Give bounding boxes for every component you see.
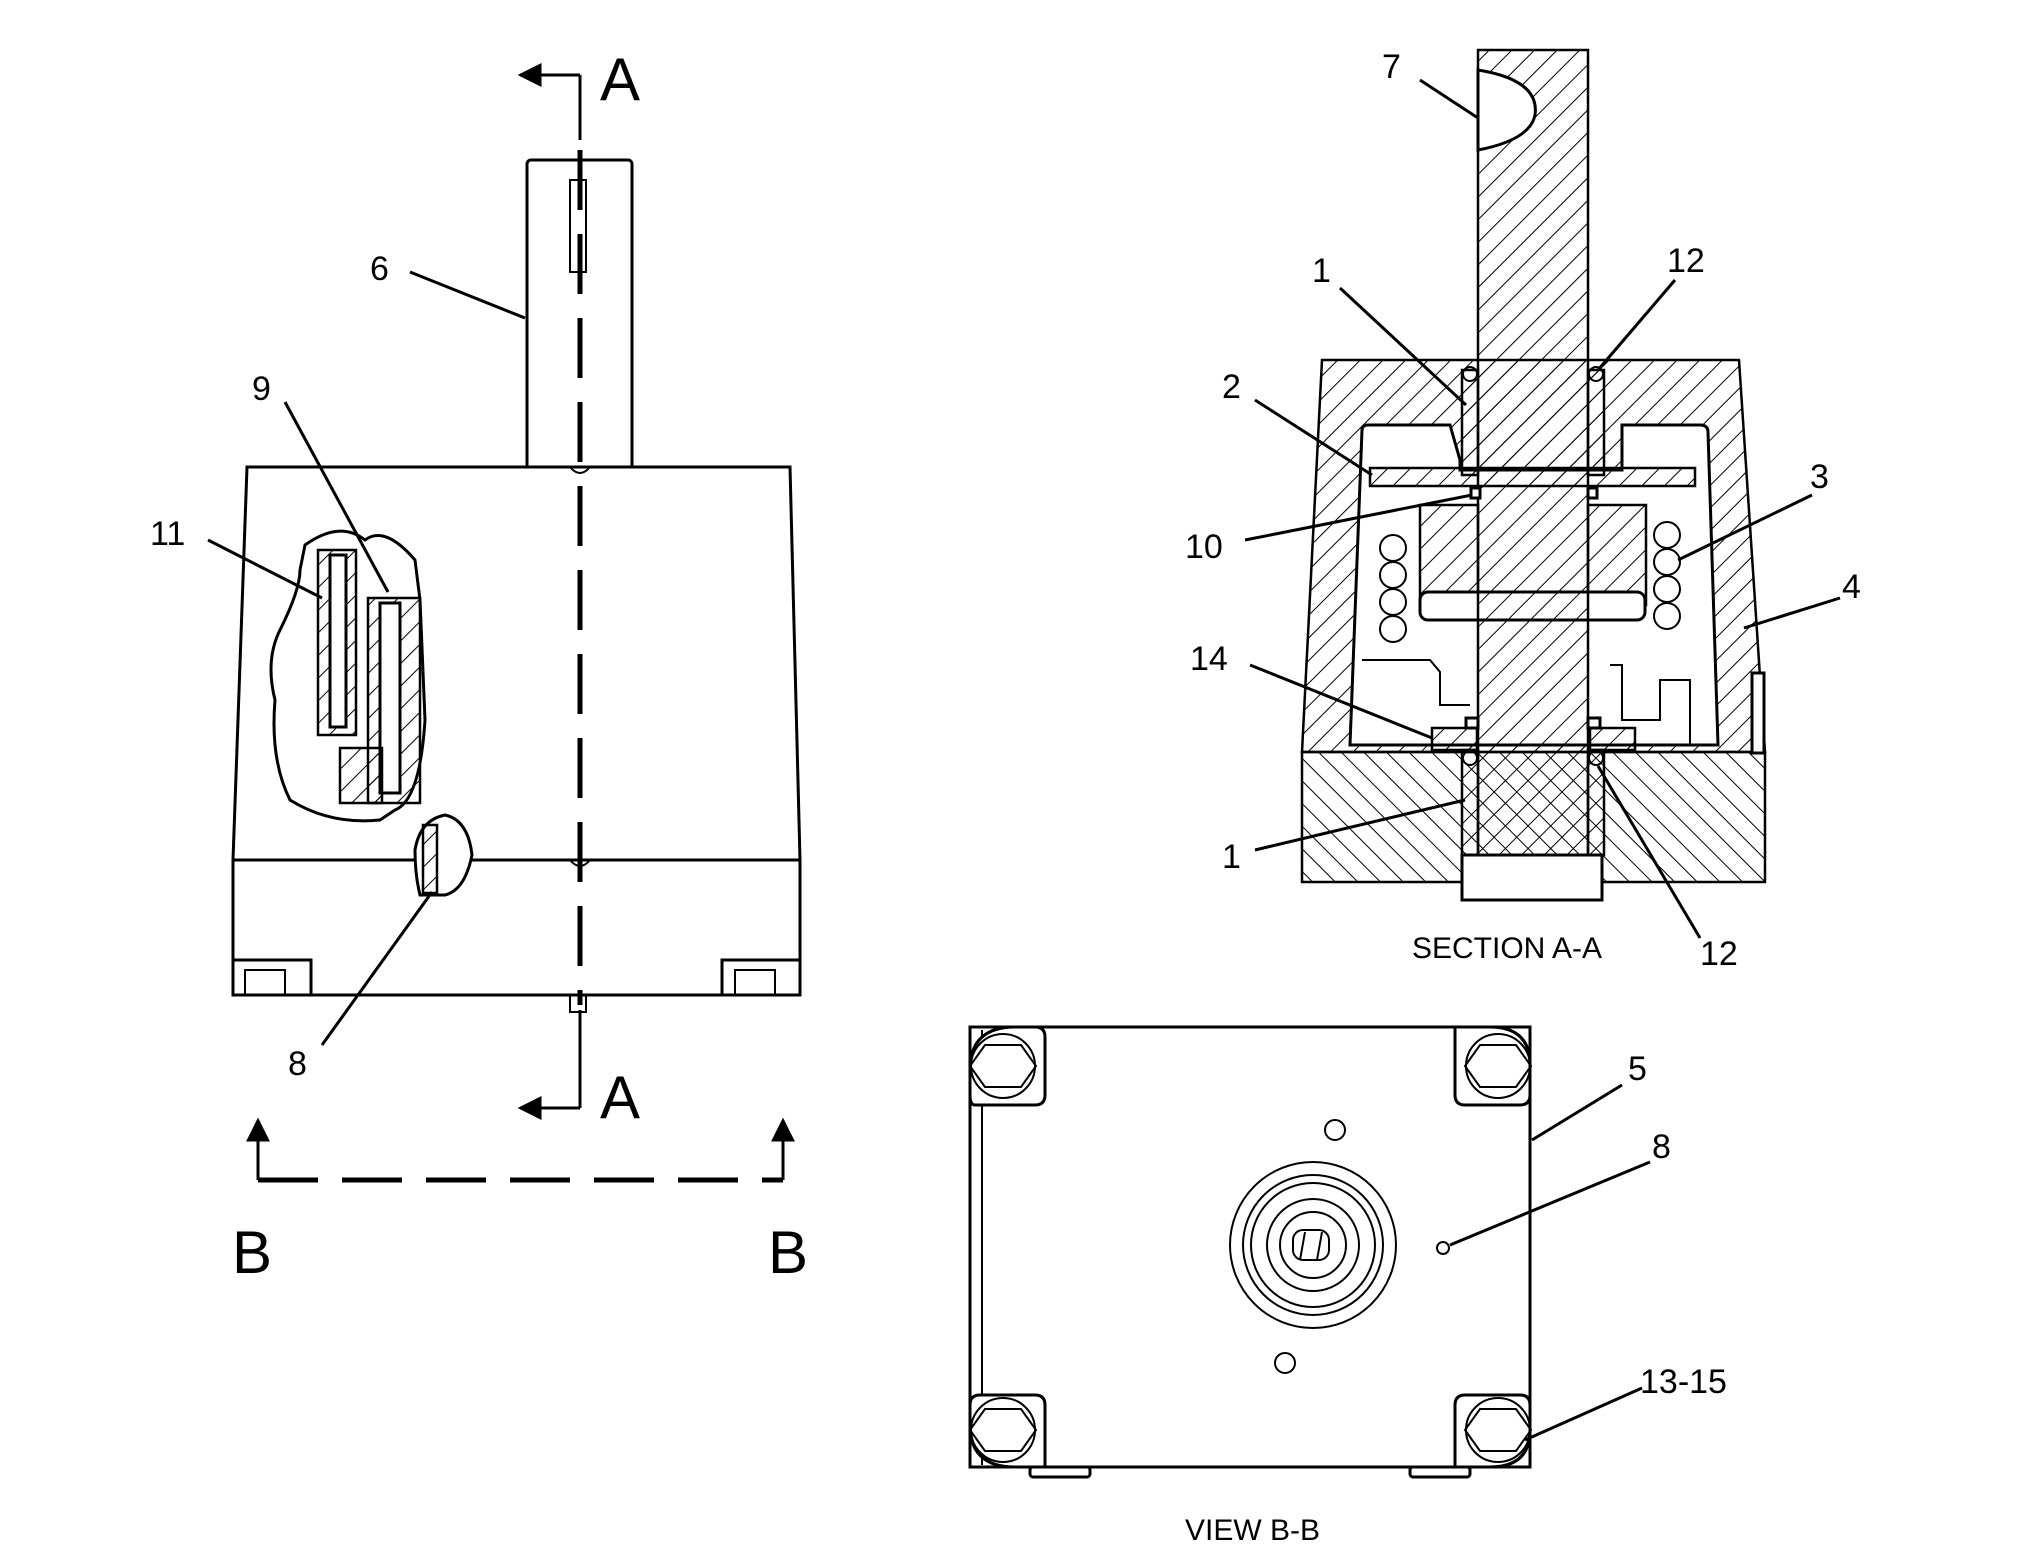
callout-12-bottom: 12 [1700,935,1738,973]
marker-b-right: B [768,1219,808,1286]
view-b-b [968,1025,1533,1479]
spring-part-3 [1379,521,1681,643]
pin-8 [421,823,439,895]
foot-left-inner [244,969,286,996]
housing-base [231,858,802,997]
foot-right [720,958,802,997]
shaft-bottom [1460,853,1604,902]
section-a-a [1300,48,1767,902]
bushing-top-right [1586,368,1606,477]
callout-14: 14 [1190,640,1228,678]
callout-13-15: 13-15 [1640,1363,1727,1401]
front-callouts: 6 9 11 8 [150,250,526,1083]
callout-1-top: 1 [1312,252,1331,290]
section-line-a: A A [517,46,640,1131]
callout-4: 4 [1842,568,1861,606]
bushing-top-left [1460,368,1480,477]
ring-outer [1229,1161,1397,1329]
callout-7: 7 [1382,48,1401,86]
part-9-foot [338,746,384,805]
section-callouts: 7 1 12 2 3 10 4 14 1 12 SECTION A-A [1185,48,1861,973]
hole-lower [1274,1352,1296,1374]
seal-bottom-right [1588,750,1604,766]
view-callouts: 5 8 13-15 VIEW B-B [1185,1050,1727,1547]
lower-step-left [1362,659,1470,706]
section-line-b: B B [232,1117,808,1286]
caption-view-b-b: VIEW B-B [1185,1514,1320,1547]
bolt-bottom-right [1453,1393,1533,1469]
ring-low-left [1464,716,1480,730]
foot-tab-left [1028,1465,1092,1479]
ring-low-right [1586,716,1602,730]
marker-a-bottom: A [600,1064,640,1131]
shaft-slot [1292,1229,1330,1261]
side-tab [1750,671,1766,755]
seal-bottom-left [1462,750,1478,766]
callout-8-front: 8 [288,1045,307,1083]
ring-3 [1250,1182,1376,1308]
callout-10: 10 [1185,528,1223,566]
plate-part-14 [1430,726,1479,752]
lower-step-right [1610,664,1691,745]
bolt-top-left [968,1025,1047,1107]
seal-top-right [1588,366,1604,382]
part-9-core [378,601,402,795]
callout-8-view: 8 [1652,1128,1671,1166]
part-11-core [328,553,348,729]
plate-right [1588,726,1637,752]
pin-hole-8 [1436,1241,1450,1255]
front-view [231,158,802,1013]
hole-upper [1324,1119,1346,1141]
notch-top [569,466,591,474]
foot-right-inner [734,969,776,996]
callout-3: 3 [1810,458,1829,496]
shaft-part-7 [1476,48,1590,902]
callout-1-bottom: 1 [1222,838,1241,876]
callout-9: 9 [252,370,271,408]
callout-6: 6 [370,250,389,288]
callout-12-top: 12 [1667,242,1705,280]
marker-b-left: B [232,1219,272,1286]
bolt-bottom-left [968,1393,1047,1469]
ring-part-10 [1469,486,1482,500]
caption-section-a-a: SECTION A-A [1412,932,1602,965]
ring-right [1586,486,1599,500]
hub-left [1418,503,1480,607]
callout-11: 11 [150,515,185,553]
callout-5: 5 [1628,1050,1647,1088]
view-plate [968,1025,1532,1469]
hub-right [1586,503,1648,607]
seal-top-left [1462,366,1478,382]
ring-shaft [1279,1211,1347,1279]
ring-4 [1266,1198,1360,1292]
ring-2 [1242,1174,1384,1316]
callout-2: 2 [1222,368,1241,406]
bolt-top-right [1453,1025,1533,1107]
foot-tab-right [1408,1465,1472,1479]
marker-a-top: A [600,46,640,113]
shaft-key-slot [1476,68,1537,152]
